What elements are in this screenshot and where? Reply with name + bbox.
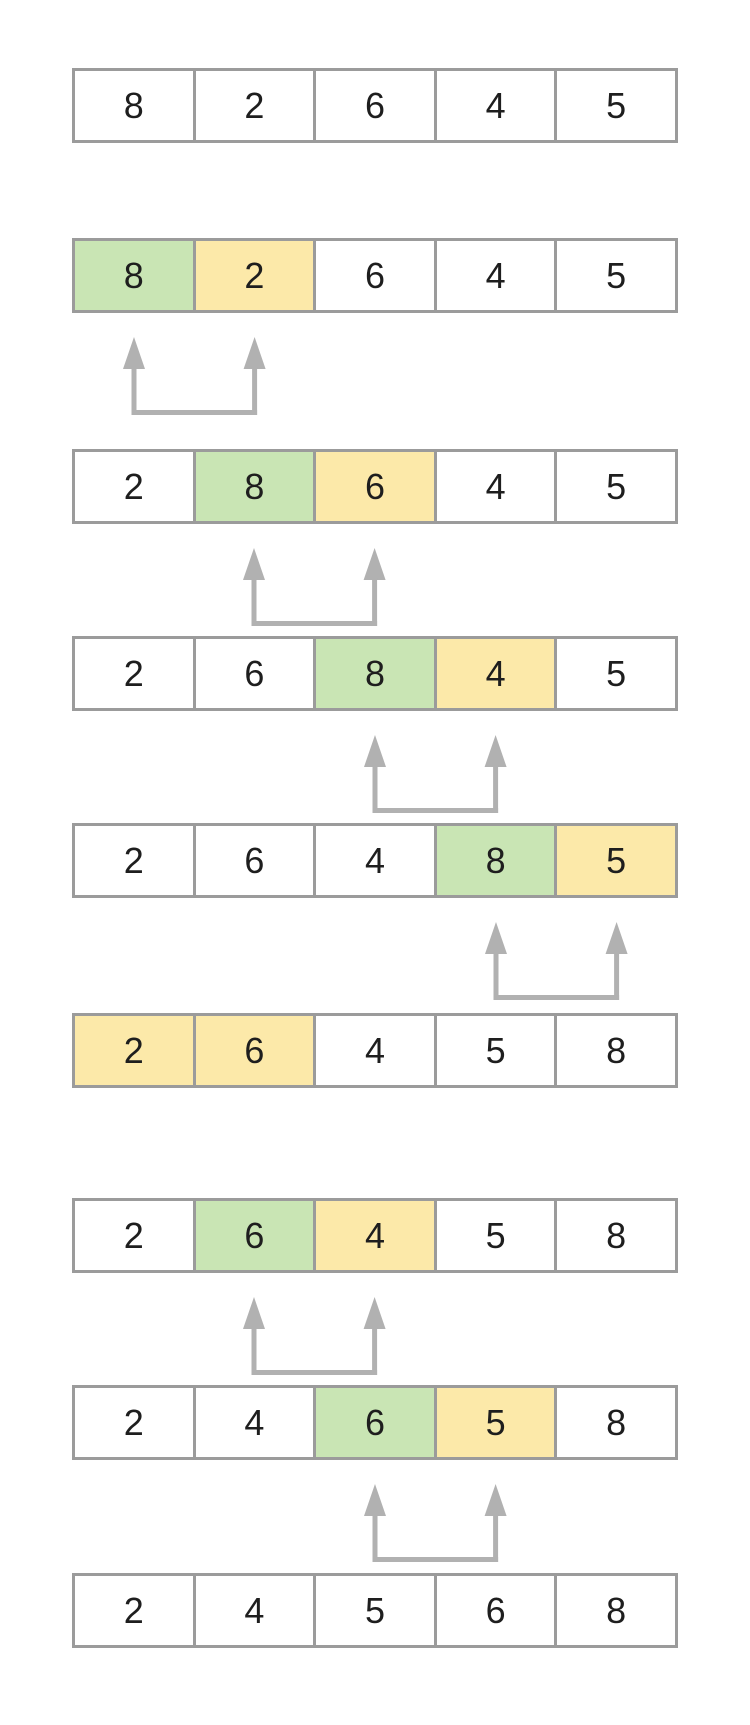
swap-stem-right <box>372 1327 378 1375</box>
swap-arrowhead-right <box>605 922 628 955</box>
array-cell: 8 <box>557 1201 675 1270</box>
swap-bracket <box>372 1556 499 1562</box>
swap-stem-left <box>251 578 257 626</box>
array-cell: 5 <box>436 1016 558 1085</box>
array-cell: 4 <box>436 639 558 708</box>
swap-arrowhead-left <box>122 337 145 370</box>
array-cell: 8 <box>75 241 196 310</box>
swap-arrows <box>484 922 628 1000</box>
array-cell: 6 <box>316 452 437 521</box>
array-cell: 2 <box>195 71 317 140</box>
array-cell: 6 <box>316 1388 437 1457</box>
swap-stem-left <box>372 765 378 813</box>
array-cell: 5 <box>557 71 675 140</box>
array-cell: 2 <box>75 639 196 708</box>
array-cell: 5 <box>557 452 675 521</box>
array-cell: 4 <box>195 1388 317 1457</box>
swap-arrowhead-right <box>484 735 507 768</box>
array-cell: 5 <box>436 1388 558 1457</box>
swap-stem-right <box>613 952 619 1000</box>
array-cell: 4 <box>316 1201 437 1270</box>
swap-arrowhead-left <box>363 1484 386 1517</box>
array-cell: 2 <box>75 1016 196 1085</box>
array-cell: 4 <box>316 1016 437 1085</box>
swap-bracket <box>251 1369 378 1375</box>
array-cell: 8 <box>195 452 317 521</box>
array-cell: 2 <box>75 826 196 895</box>
array-cell: 6 <box>436 1576 558 1645</box>
array-cell: 2 <box>75 1201 196 1270</box>
array-cell: 5 <box>436 1201 558 1270</box>
swap-bracket <box>131 409 257 415</box>
swap-arrowhead-right <box>363 1297 386 1330</box>
swap-arrowhead-left <box>243 1297 266 1330</box>
swap-arrowhead-right <box>484 1484 507 1517</box>
swap-arrows <box>363 1484 507 1562</box>
array-cell: 4 <box>436 71 558 140</box>
array-cell: 4 <box>316 826 437 895</box>
array-cell: 4 <box>436 452 558 521</box>
swap-arrows <box>243 548 386 626</box>
array-cell: 6 <box>195 826 317 895</box>
swap-bracket <box>493 994 619 1000</box>
swap-bracket <box>251 620 378 626</box>
swap-stem-right <box>493 765 499 813</box>
swap-arrows <box>243 1297 386 1375</box>
swap-arrows <box>363 735 507 813</box>
array-cell: 4 <box>436 241 558 310</box>
array-cell: 8 <box>75 71 196 140</box>
array-cell: 5 <box>316 1576 437 1645</box>
array-cell: 6 <box>316 241 437 310</box>
array-cell: 6 <box>195 1201 317 1270</box>
array-cell: 4 <box>195 1576 317 1645</box>
swap-stem-right <box>372 578 378 626</box>
swap-arrowhead-left <box>243 548 266 581</box>
array-cell: 5 <box>557 826 675 895</box>
swap-stem-left <box>131 367 137 415</box>
swap-arrows <box>122 337 266 415</box>
swap-stem-right <box>251 367 257 415</box>
swap-arrowhead-left <box>484 922 507 955</box>
array-cell: 2 <box>195 241 317 310</box>
swap-arrowhead-left <box>363 735 386 768</box>
swap-stem-left <box>372 1514 378 1562</box>
array-cell: 6 <box>195 639 317 708</box>
array-cell: 6 <box>195 1016 317 1085</box>
array-cell: 2 <box>75 452 196 521</box>
swap-bracket <box>372 807 499 813</box>
array-cell: 5 <box>557 241 675 310</box>
array-cell: 8 <box>436 826 558 895</box>
swap-stem-left <box>251 1327 257 1375</box>
swap-stem-left <box>493 952 499 1000</box>
array-cell: 8 <box>557 1388 675 1457</box>
swap-arrowhead-right <box>243 337 266 370</box>
array-cell: 2 <box>75 1388 196 1457</box>
array-cell: 6 <box>316 71 437 140</box>
array-cell: 8 <box>557 1576 675 1645</box>
array-cell: 8 <box>316 639 437 708</box>
array-cell: 2 <box>75 1576 196 1645</box>
swap-arrowhead-right <box>363 548 386 581</box>
swap-stem-right <box>493 1514 499 1562</box>
array-cell: 8 <box>557 1016 675 1085</box>
array-cell: 5 <box>557 639 675 708</box>
